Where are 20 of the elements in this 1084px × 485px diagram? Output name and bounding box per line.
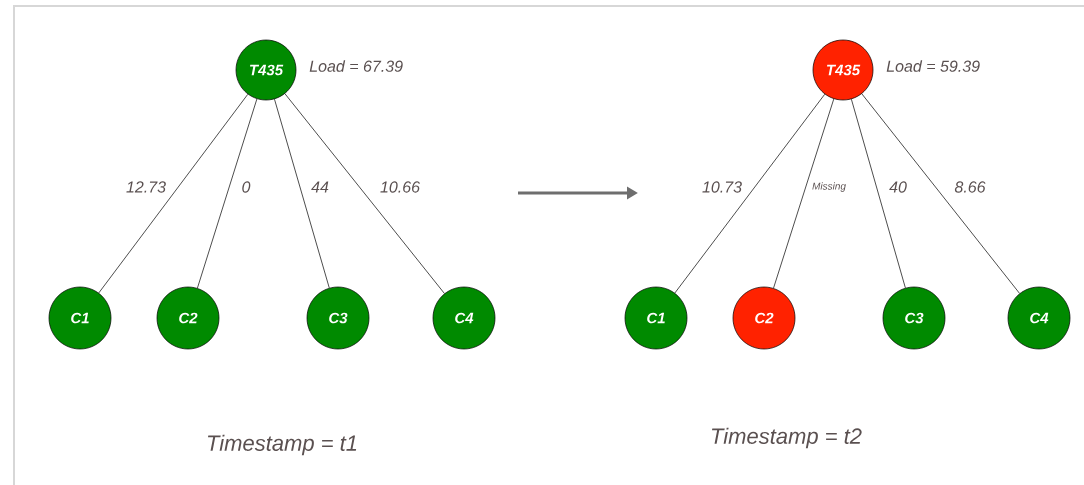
connector-line xyxy=(274,98,330,289)
connector-line xyxy=(674,93,826,294)
timestamp-label: Timestamp = t2 xyxy=(711,427,862,449)
connector-line xyxy=(98,93,249,294)
edge-label: 10.66 xyxy=(379,180,422,194)
load-label: Load = 67.39 xyxy=(309,60,403,72)
timestamp-label: Timestamp = t1 xyxy=(207,434,357,456)
connector-line xyxy=(861,93,1020,294)
edge-label: 0 xyxy=(240,180,252,194)
connector-line xyxy=(284,93,445,294)
connector-line xyxy=(197,98,258,289)
edge-label: 8.66 xyxy=(953,180,987,194)
edge-label: 44 xyxy=(310,180,330,194)
edge-label: 12.73 xyxy=(125,180,167,194)
connector-line xyxy=(773,98,835,289)
edge-label: 40 xyxy=(888,180,908,194)
edge-label: 10.73 xyxy=(701,180,744,194)
connector-line xyxy=(851,98,906,289)
edge-label: Missing xyxy=(811,181,847,193)
load-label: Load = 59.39 xyxy=(886,60,980,72)
